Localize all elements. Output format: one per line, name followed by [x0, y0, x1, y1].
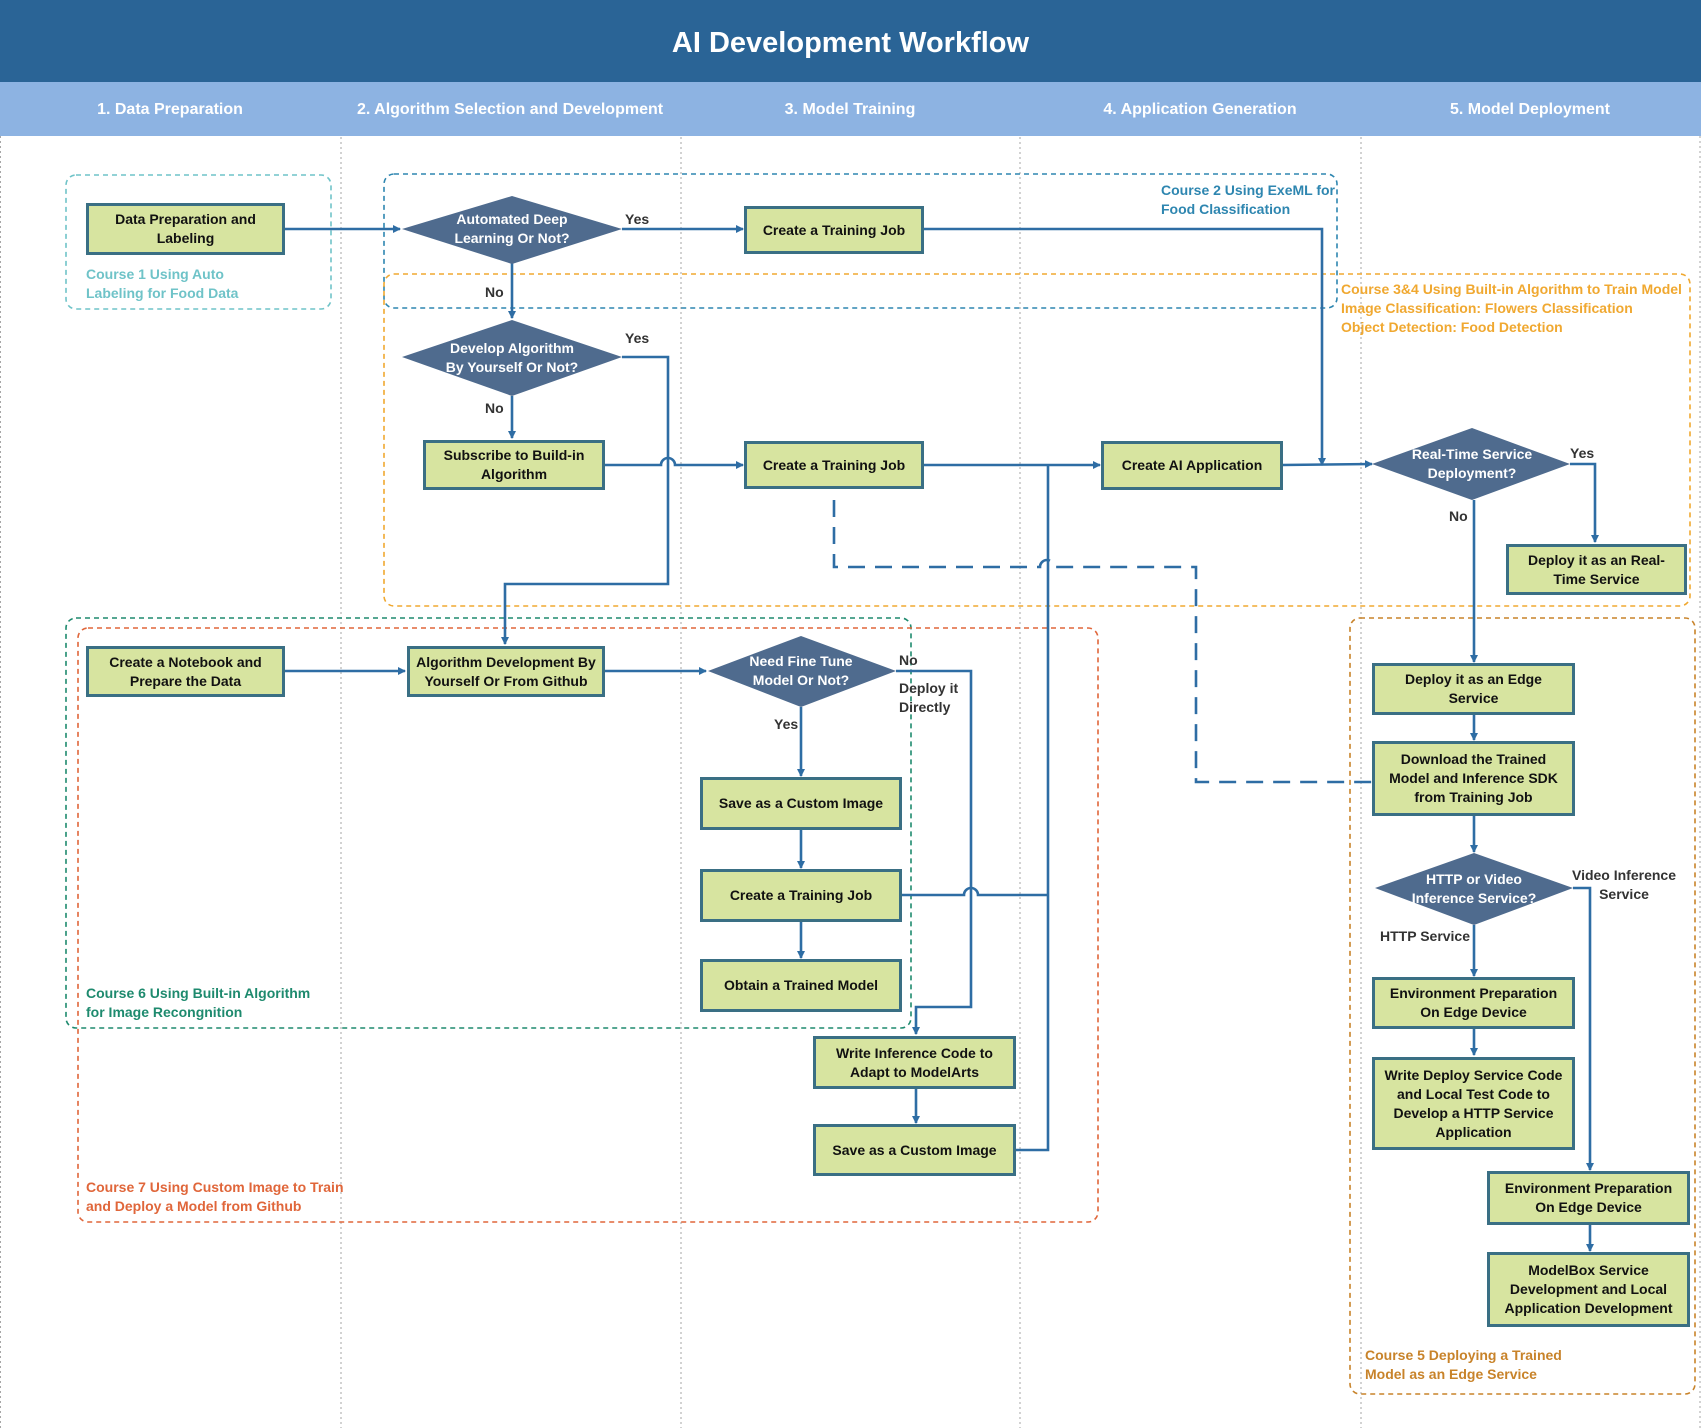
- edge-label-no-develop: No: [485, 400, 504, 416]
- decision-fine-tune-model[interactable]: Need Fine Tune Model Or Not?: [749, 653, 853, 688]
- node-write-inference-code[interactable]: Write Inference Code to Adapt to ModelAr…: [813, 1036, 1016, 1089]
- decision-shapes: [402, 196, 1573, 925]
- decision-develop-algorithm[interactable]: Develop Algorithm By Yourself Or Not?: [445, 340, 579, 375]
- dashed-connector: [832, 500, 1372, 784]
- lane-separators: [0, 82, 1701, 1428]
- edge-label-no-finetune: No: [899, 652, 918, 668]
- edge-label-no-realtime: No: [1449, 508, 1468, 524]
- course-regions: [65, 173, 1696, 1395]
- decision-http-or-video[interactable]: HTTP or Video Inference Service?: [1411, 871, 1537, 906]
- node-save-custom-image-1[interactable]: Save as a Custom Image: [700, 777, 902, 830]
- node-create-training-job-builtin[interactable]: Create a Training Job: [744, 441, 924, 489]
- node-deploy-edge-service[interactable]: Deploy it as an Edge Service: [1372, 663, 1575, 715]
- edge-label-no-auto: No: [485, 284, 504, 300]
- phase-algorithm-selection: 2. Algorithm Selection and Development: [356, 101, 664, 118]
- node-create-ai-application[interactable]: Create AI Application: [1101, 441, 1283, 490]
- node-subscribe-algorithm[interactable]: Subscribe to Build-in Algorithm: [423, 440, 605, 490]
- node-algorithm-development[interactable]: Algorithm Development By Yourself Or Fro…: [407, 646, 605, 697]
- decision-automated-deep-learning[interactable]: Automated Deep Learning Or Not?: [454, 211, 570, 246]
- node-deploy-realtime[interactable]: Deploy it as an Real-Time Service: [1506, 544, 1687, 595]
- course-2-label: Course 2 Using ExeML for Food Classifica…: [1161, 182, 1336, 217]
- title-bar: [0, 0, 1701, 82]
- edge-label-video-service: Video Inference Service: [1571, 867, 1676, 902]
- decision-realtime-deployment[interactable]: Real-Time Service Deployment?: [1411, 446, 1533, 481]
- course-3-4-label: Course 3&4 Using Built-in Algorithm to T…: [1341, 281, 1682, 335]
- phase-data-preparation: 1. Data Preparation: [97, 101, 243, 118]
- course-6-label: Course 6 Using Built-in Algorithm for Im…: [86, 985, 311, 1020]
- edge-label-http-service: HTTP Service: [1380, 928, 1471, 944]
- edge-label-yes-realtime: Yes: [1570, 445, 1595, 461]
- node-modelbox-development[interactable]: ModelBox Service Development and Local A…: [1487, 1252, 1690, 1327]
- page-title: AI Development Workflow: [671, 27, 1030, 59]
- node-env-preparation-video[interactable]: Environment Preparation On Edge Device: [1487, 1171, 1690, 1225]
- node-env-preparation-http[interactable]: Environment Preparation On Edge Device: [1372, 977, 1575, 1029]
- phase-bar: [0, 82, 1701, 136]
- node-save-custom-image-2[interactable]: Save as a Custom Image: [813, 1124, 1016, 1176]
- course-5-label: Course 5 Deploying a Trained Model as an…: [1365, 1347, 1562, 1382]
- connectors: [284, 225, 1599, 1252]
- phase-model-deployment: 5. Model Deployment: [1449, 101, 1611, 118]
- node-download-model-sdk[interactable]: Download the Trained Model and Inference…: [1372, 741, 1575, 816]
- edge-label-deploy-directly: Deploy it Directly: [899, 680, 959, 715]
- edge-label-yes-finetune: Yes: [774, 716, 799, 732]
- phase-application-generation: 4. Application Generation: [1103, 101, 1297, 118]
- node-create-notebook[interactable]: Create a Notebook and Prepare the Data: [86, 646, 285, 697]
- edge-label-yes-develop: Yes: [625, 330, 650, 346]
- course-1-label: Course 1 Using Auto Labeling for Food Da…: [86, 266, 239, 301]
- node-data-preparation[interactable]: Data Preparation and Labeling: [86, 203, 285, 255]
- phase-model-training: 3. Model Training: [784, 101, 916, 118]
- course-7-label: Course 7 Using Custom Image to Train and…: [86, 1179, 344, 1214]
- node-create-training-job-custom[interactable]: Create a Training Job: [700, 869, 902, 922]
- node-obtain-trained-model[interactable]: Obtain a Trained Model: [700, 959, 902, 1012]
- edge-label-yes-auto: Yes: [625, 211, 650, 227]
- node-create-training-job-exeml[interactable]: Create a Training Job: [744, 206, 924, 254]
- node-write-deploy-code[interactable]: Write Deploy Service Code and Local Test…: [1372, 1057, 1575, 1150]
